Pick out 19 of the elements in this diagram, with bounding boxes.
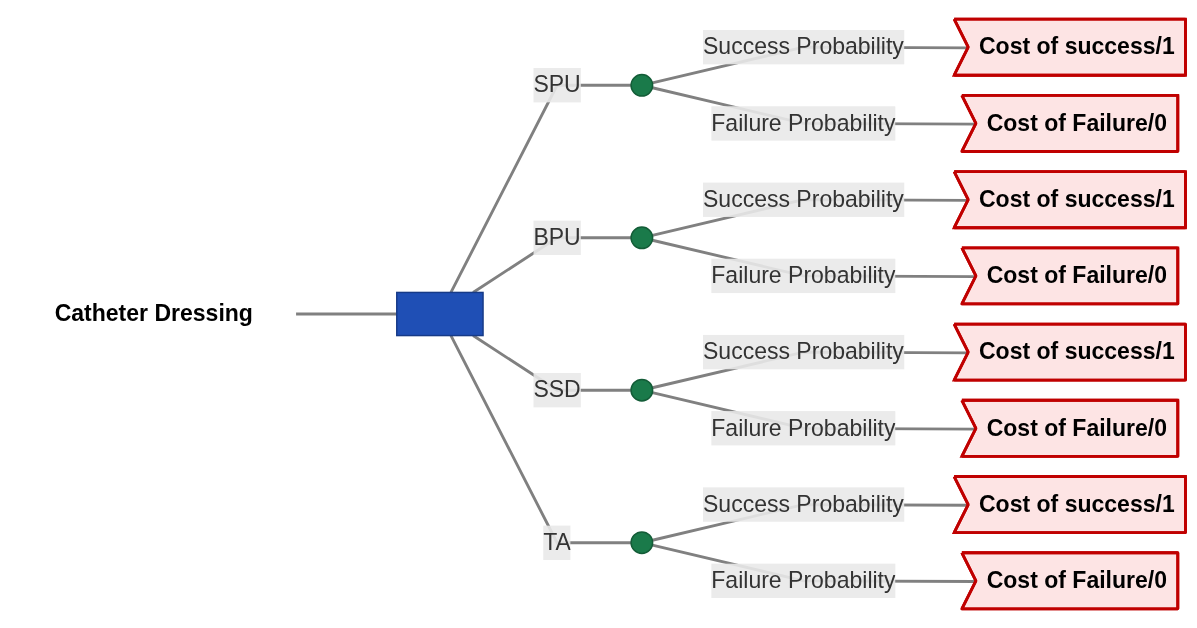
edge-label: Success Probability	[703, 34, 904, 59]
edge-label: Success Probability	[703, 491, 904, 517]
edge-label: SSD	[533, 377, 581, 402]
connector	[296, 312, 397, 316]
edge-label: Success Probability	[703, 339, 904, 364]
edge-label: Failure Probability	[711, 110, 896, 135]
node-text: Catheter Dressing	[54, 301, 253, 326]
node-circle	[630, 378, 654, 402]
edge-label: Success Probability	[703, 186, 904, 212]
node-circle	[630, 531, 654, 555]
edge-label: BPU	[533, 224, 581, 250]
edge-label: Failure Probability	[711, 262, 896, 288]
edge-label: TA	[543, 529, 571, 555]
node-circle	[630, 226, 654, 250]
edge-label: Failure Probability	[711, 415, 896, 440]
edge-label: SPU	[533, 72, 581, 97]
node-box	[396, 291, 484, 337]
node-circle	[630, 73, 654, 97]
edge-label: Failure Probability	[711, 567, 896, 593]
